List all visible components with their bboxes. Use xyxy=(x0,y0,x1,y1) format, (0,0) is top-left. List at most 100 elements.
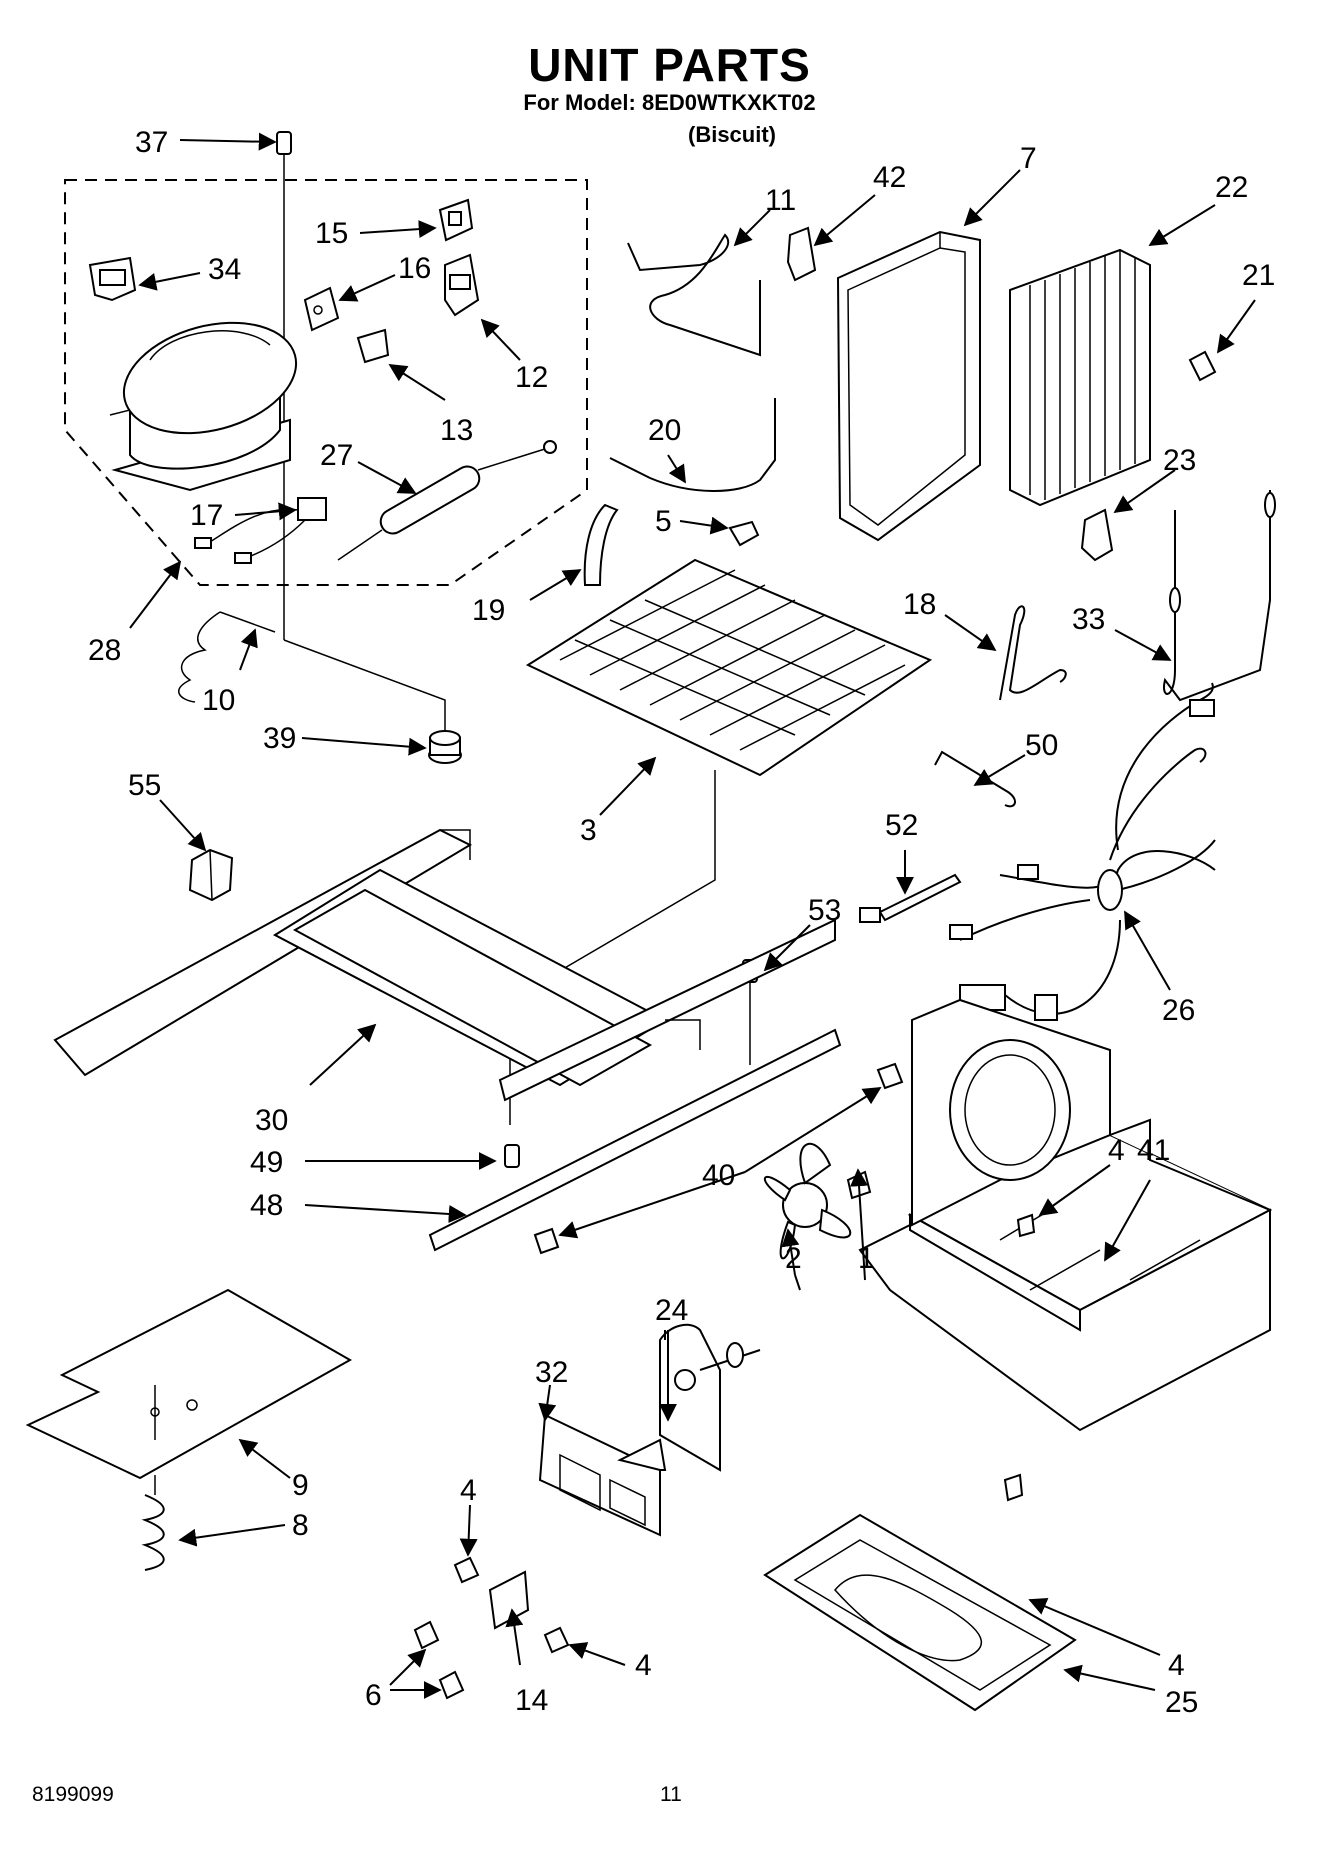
callout-28: 28 xyxy=(88,560,182,667)
page-number: 11 xyxy=(660,1783,682,1806)
base-pan-41 xyxy=(858,998,1273,1432)
svg-text:22: 22 xyxy=(1215,171,1248,204)
pad-9 xyxy=(25,1288,353,1480)
callout-14: 14 xyxy=(505,1608,548,1717)
callout-33: 33 xyxy=(1072,603,1172,661)
svg-text:42: 42 xyxy=(873,161,906,194)
callout-6: 6 xyxy=(365,1648,442,1712)
base-frame-30 xyxy=(53,828,842,1252)
svg-text:37: 37 xyxy=(135,126,168,159)
callout-41: 41 xyxy=(1104,1134,1170,1262)
drier-27 xyxy=(337,440,557,561)
compressor xyxy=(109,321,298,492)
svg-text:40: 40 xyxy=(702,1159,735,1192)
cap-42 xyxy=(786,226,817,282)
evaporator-22 xyxy=(1009,248,1151,507)
callout-13: 13 xyxy=(388,364,473,447)
cable-tie-52 xyxy=(859,873,962,923)
svg-text:39: 39 xyxy=(263,722,296,755)
document-number: 8199099 xyxy=(32,1783,114,1806)
callout-32: 32 xyxy=(535,1356,568,1422)
evaporator-cover-7 xyxy=(836,230,981,542)
svg-text:4: 4 xyxy=(1168,1649,1185,1682)
svg-text:2: 2 xyxy=(785,1242,802,1275)
screws-4-6 xyxy=(413,1213,1036,1700)
svg-text:19: 19 xyxy=(472,594,505,627)
svg-text:24: 24 xyxy=(655,1294,688,1327)
svg-text:16: 16 xyxy=(398,252,431,285)
callout-26: 26 xyxy=(1124,910,1195,1027)
svg-text:32: 32 xyxy=(535,1356,568,1389)
fan-motor-24 xyxy=(659,1323,761,1472)
callout-20: 20 xyxy=(648,414,686,484)
svg-text:49: 49 xyxy=(250,1146,283,1179)
callout-42: 42 xyxy=(813,161,906,247)
callout-22: 22 xyxy=(1148,171,1248,246)
svg-text:41: 41 xyxy=(1137,1134,1170,1167)
tube-20 xyxy=(609,398,776,492)
callout-25: 25 xyxy=(1063,1664,1198,1719)
connector-17 xyxy=(194,497,327,564)
svg-text:1: 1 xyxy=(858,1242,875,1275)
svg-text:27: 27 xyxy=(320,439,353,472)
callout-19: 19 xyxy=(472,569,582,627)
compressor-assembly-outline xyxy=(64,179,588,586)
clip-13 xyxy=(356,328,390,364)
start-device-16 xyxy=(303,286,340,332)
callout-10: 10 xyxy=(202,628,258,717)
callout-53: 53 xyxy=(763,894,841,972)
svg-text:52: 52 xyxy=(885,809,918,842)
svg-text:34: 34 xyxy=(208,253,241,286)
svg-text:25: 25 xyxy=(1165,1686,1198,1719)
svg-text:4: 4 xyxy=(1108,1134,1125,1167)
svg-text:28: 28 xyxy=(88,634,121,667)
screw-37 xyxy=(276,131,446,745)
callout-34: 34 xyxy=(138,253,241,291)
svg-text:18: 18 xyxy=(903,588,936,621)
svg-text:53: 53 xyxy=(808,894,841,927)
spring-8 xyxy=(141,1475,165,1571)
clip-55 xyxy=(188,848,234,902)
tube-11 xyxy=(627,233,761,357)
callout-50: 50 xyxy=(973,729,1058,786)
screw-49 xyxy=(504,1144,520,1168)
callout-23: 23 xyxy=(1113,444,1196,514)
callout-12: 12 xyxy=(480,318,548,394)
callout-16: 16 xyxy=(338,252,431,302)
callout-27: 27 xyxy=(320,439,417,494)
callout-30: 30 xyxy=(255,1023,377,1137)
svg-text:13: 13 xyxy=(440,414,473,447)
svg-text:26: 26 xyxy=(1162,994,1195,1027)
svg-text:14: 14 xyxy=(515,1684,548,1717)
screw-21 xyxy=(1188,350,1217,382)
svg-text:50: 50 xyxy=(1025,729,1058,762)
page-title: UNIT PARTS xyxy=(528,39,811,91)
callout-55: 55 xyxy=(128,769,207,852)
drain-pan-25 xyxy=(763,1513,1077,1712)
callout-18: 18 xyxy=(903,588,997,652)
svg-text:10: 10 xyxy=(202,684,235,717)
callout-4a: 4 xyxy=(1038,1134,1125,1217)
harness-26 xyxy=(949,682,1216,1021)
callout-8: 8 xyxy=(178,1509,309,1547)
callout-37: 37 xyxy=(135,126,277,159)
relay-34 xyxy=(88,256,137,302)
svg-text:7: 7 xyxy=(1020,142,1037,175)
callout-7: 7 xyxy=(963,142,1037,227)
svg-text:30: 30 xyxy=(255,1104,288,1137)
sleeve-19 xyxy=(583,503,619,586)
svg-text:6: 6 xyxy=(365,1679,382,1712)
svg-text:3: 3 xyxy=(580,814,597,847)
callout-11: 11 xyxy=(733,184,796,247)
svg-text:17: 17 xyxy=(190,499,223,532)
wire-10 xyxy=(178,611,221,703)
clip-5 xyxy=(728,520,760,547)
callout-4b: 4 xyxy=(459,1474,478,1557)
callout-5: 5 xyxy=(655,505,729,538)
svg-text:4: 4 xyxy=(635,1649,652,1682)
svg-text:11: 11 xyxy=(765,184,796,217)
callout-9: 9 xyxy=(238,1438,309,1502)
motor-bracket-32 xyxy=(538,1413,667,1537)
svg-text:23: 23 xyxy=(1163,444,1196,477)
